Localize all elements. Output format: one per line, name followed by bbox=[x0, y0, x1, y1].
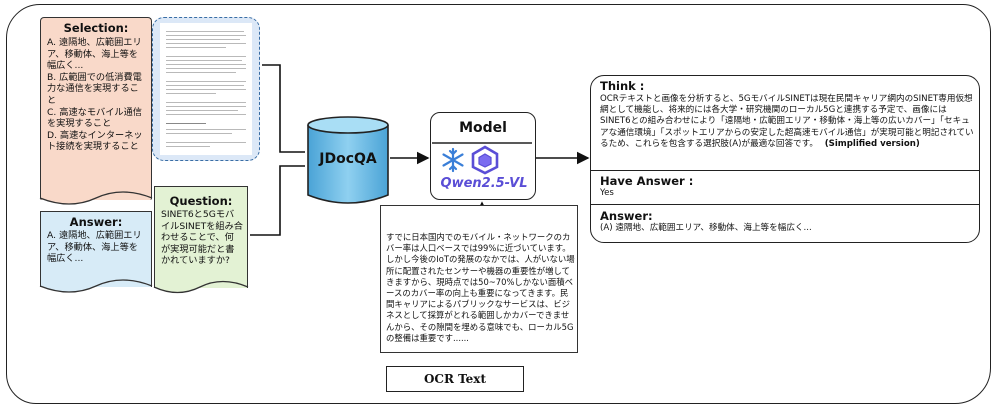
connector-scan-to-db bbox=[262, 64, 305, 153]
have-answer-title: Have Answer : bbox=[600, 174, 694, 188]
output-divider-1 bbox=[590, 170, 980, 171]
model-divider bbox=[432, 142, 532, 144]
answer-card-left: Answer: A. 遠隔地、広範囲エリア、移動体、海上等を幅広く... bbox=[40, 211, 152, 287]
think-text: OCRテキストと画像を分析すると、5GモバイルSINETは現在民間キャリア網内の… bbox=[600, 94, 974, 149]
selection-option-a: A. 遠隔地、広範囲エリア、移動体、海上等を幅広く... bbox=[47, 37, 142, 72]
selection-option-d: D. 高速なインターネット接続を実現すること bbox=[47, 129, 143, 153]
ocr-text: すでに日本国内でのモバイル・ネットワークのカバー率は人口ベースでは99%に近づい… bbox=[386, 232, 575, 343]
selection-option-c: C. 高速なモバイル通信を実現すること bbox=[47, 106, 142, 130]
think-section: Think : OCRテキストと画像を分析すると、5GモバイルSINETは現在民… bbox=[600, 79, 974, 150]
answer-right-title: Answer: bbox=[600, 209, 653, 223]
output-panel bbox=[590, 75, 980, 243]
have-answer-section: Have Answer : Yes bbox=[600, 174, 974, 199]
answer-left-text: A. 遠隔地、広範囲エリア、移動体、海上等を幅広く... bbox=[47, 230, 142, 265]
outer-frame bbox=[6, 4, 991, 404]
question-text: SINET6と5GモバイルSINETを組み合わせることで、何が実現可能だと書かれ… bbox=[161, 209, 243, 267]
output-divider-2 bbox=[590, 204, 980, 205]
think-title: Think : bbox=[600, 79, 645, 93]
answer-section-right: Answer: (A) 遠隔地、広範囲エリア、移動体、海上等を幅広く... bbox=[600, 209, 974, 234]
model-box bbox=[430, 112, 536, 200]
database-icon bbox=[307, 116, 389, 204]
document-page-image bbox=[160, 23, 252, 155]
selection-card: Selection: A. 遠隔地、広範囲エリア、移動体、海上等を幅広く... … bbox=[40, 17, 152, 200]
snowflake-icon bbox=[442, 147, 464, 173]
selection-title: Selection: bbox=[63, 21, 129, 35]
connector-question-to-db bbox=[250, 165, 305, 236]
question-card: Question: SINET6と5GモバイルSINETを組み合わせることで、何… bbox=[154, 186, 248, 288]
ocr-text-panel bbox=[380, 205, 578, 353]
have-answer-value: Yes bbox=[600, 188, 614, 198]
qwen-logo-icon bbox=[471, 145, 499, 175]
think-note: (Simplified version) bbox=[824, 138, 920, 149]
answer-right-text: (A) 遠隔地、広範囲エリア、移動体、海上等を幅広く... bbox=[600, 223, 812, 233]
model-title: Model bbox=[459, 120, 507, 136]
answer-left-title: Answer: bbox=[69, 215, 123, 229]
selection-option-b: B. 広範囲での低消費電力な通信を実現すること bbox=[47, 71, 142, 106]
model-name: Qwen2.5-VL bbox=[440, 176, 528, 191]
dataset-label: JDocQA bbox=[319, 151, 377, 167]
ocr-caption: OCR Text bbox=[386, 366, 524, 392]
question-title: Question: bbox=[169, 194, 233, 208]
